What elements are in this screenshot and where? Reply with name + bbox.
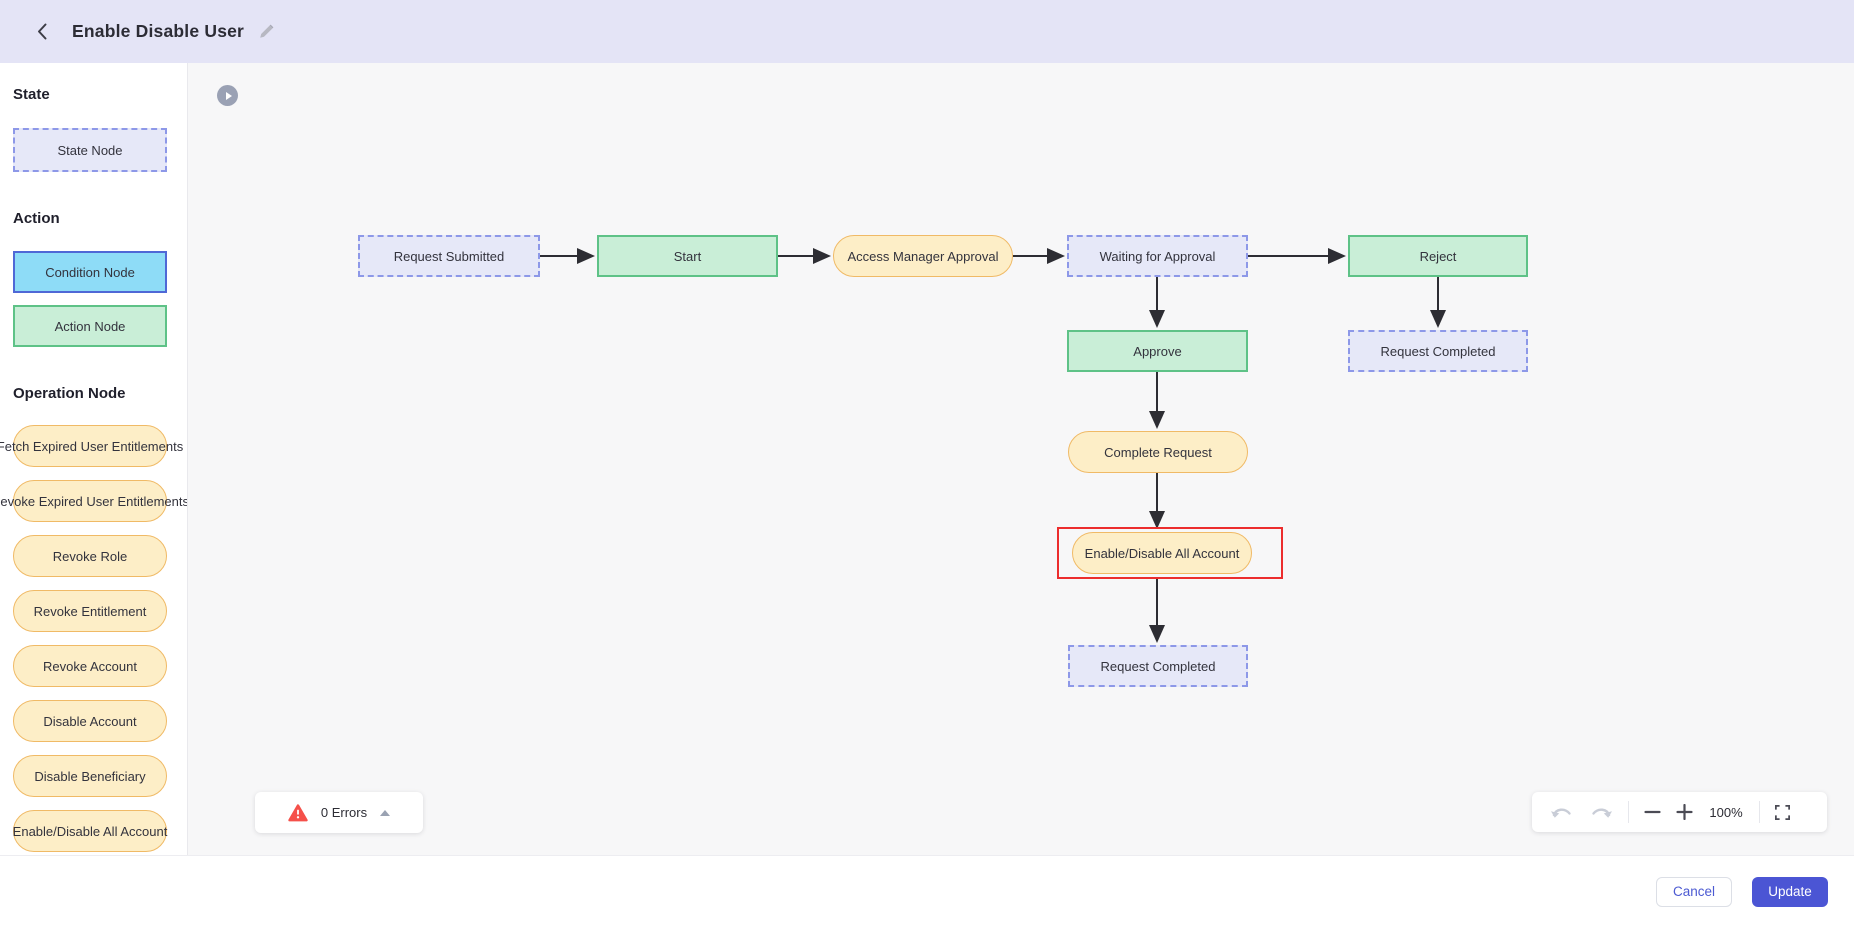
flow-node-request-completed-right[interactable]: Request Completed <box>1348 330 1528 372</box>
flow-node-label: Start <box>673 248 702 264</box>
chevron-left-icon <box>38 23 47 40</box>
flow-node-access-manager-approval[interactable]: Access Manager Approval <box>833 235 1013 277</box>
warning-triangle-icon <box>288 803 308 821</box>
palette-item-label: Enable/Disable All Account <box>12 823 168 839</box>
palette-item-label: Condition Node <box>45 264 135 280</box>
flow-node-complete-request[interactable]: Complete Request <box>1068 431 1248 473</box>
collapse-caret-icon <box>380 809 391 816</box>
footer-action-bar: Cancel Update <box>0 855 1854 927</box>
palette-item-label: Action Node <box>54 318 126 334</box>
palette-item-label: Revoke Expired User Entitlements <box>0 493 188 509</box>
flow-node-start[interactable]: Start <box>597 235 778 277</box>
fullscreen-icon <box>1775 804 1790 820</box>
fullscreen-button[interactable] <box>1775 804 1790 820</box>
undo-button[interactable] <box>1550 805 1574 820</box>
flow-node-label: Complete Request <box>1104 444 1212 460</box>
palette-item-label: Revoke Account <box>43 658 137 674</box>
section-title-action: Action <box>13 210 60 227</box>
palette-item-revoke-account[interactable]: Revoke Account <box>13 645 167 687</box>
plus-icon <box>1676 804 1693 820</box>
cancel-button[interactable]: Cancel <box>1656 876 1732 907</box>
toolbar-divider <box>1628 801 1629 823</box>
canvas-zoom-toolbar: 100% <box>1532 792 1827 832</box>
section-title-operation-node: Operation Node <box>13 385 126 402</box>
flow-node-waiting-for-approval[interactable]: Waiting for Approval <box>1067 235 1248 277</box>
flow-node-request-submitted[interactable]: Request Submitted <box>358 235 540 277</box>
main-area: State State Node Action Condition Node A… <box>0 63 1854 855</box>
zoom-level-label: 100% <box>1709 804 1743 820</box>
workflow-canvas[interactable]: Request Submitted Start Access Manager A… <box>188 63 1854 855</box>
edit-title-button[interactable] <box>258 23 275 40</box>
palette-item-disable-account[interactable]: Disable Account <box>13 700 167 742</box>
flow-node-label: Reject <box>1419 248 1457 264</box>
palette-item-fetch-expired-user-entitlements[interactable]: Fetch Expired User Entitlements <box>0 425 183 467</box>
palette-item-action-node[interactable]: Action Node <box>13 305 167 347</box>
flow-node-label: Request Submitted <box>393 248 505 264</box>
page-title: Enable Disable User <box>72 21 245 41</box>
flow-node-reject[interactable]: Reject <box>1348 235 1528 277</box>
palette-item-revoke-expired-user-entitlements[interactable]: Revoke Expired User Entitlements <box>0 480 187 522</box>
palette-item-state-node[interactable]: State Node <box>13 128 167 172</box>
flow-node-approve[interactable]: Approve <box>1067 330 1248 372</box>
node-palette-sidebar: State State Node Action Condition Node A… <box>0 63 188 855</box>
zoom-out-button[interactable] <box>1644 804 1661 820</box>
palette-item-label: Disable Account <box>43 713 137 729</box>
palette-item-label: Fetch Expired User Entitlements <box>0 438 184 454</box>
flow-node-enable-disable-all-account[interactable]: Enable/Disable All Account <box>1072 532 1252 574</box>
palette-item-enable-disable-all-account[interactable]: Enable/Disable All Account <box>13 810 167 852</box>
palette-item-revoke-role[interactable]: Revoke Role <box>13 535 167 577</box>
redo-icon <box>1592 808 1612 818</box>
palette-item-condition-node[interactable]: Condition Node <box>13 251 167 293</box>
toolbar-divider <box>1759 801 1760 823</box>
palette-item-disable-beneficiary[interactable]: Disable Beneficiary <box>13 755 167 797</box>
palette-item-label: State Node <box>57 142 123 158</box>
minus-icon <box>1644 810 1661 814</box>
palette-item-revoke-entitlement[interactable]: Revoke Entitlement <box>13 590 167 632</box>
palette-item-label: Revoke Entitlement <box>33 603 147 619</box>
update-button[interactable]: Update <box>1752 876 1828 907</box>
palette-item-label: Revoke Role <box>52 548 128 564</box>
error-panel[interactable]: 0 Errors <box>255 792 423 833</box>
flow-node-label: Access Manager Approval <box>847 248 999 264</box>
flow-node-label: Approve <box>1133 343 1182 359</box>
redo-button[interactable] <box>1589 805 1613 820</box>
section-title-state: State <box>13 86 50 103</box>
back-button[interactable] <box>30 20 54 44</box>
error-count-label: 0 Errors <box>320 805 368 820</box>
pencil-icon <box>260 24 274 38</box>
flow-node-label: Request Completed <box>1380 343 1496 359</box>
flow-edges-layer <box>540 248 1446 643</box>
header-bar: Enable Disable User <box>0 0 1854 63</box>
undo-icon <box>1551 808 1571 818</box>
palette-item-label: Disable Beneficiary <box>34 768 146 784</box>
flow-node-label: Request Completed <box>1100 658 1216 674</box>
play-arrow-icon <box>225 91 232 100</box>
sidebar-collapse-toggle[interactable] <box>217 85 238 106</box>
flow-node-request-completed-bottom[interactable]: Request Completed <box>1068 645 1248 687</box>
zoom-in-button[interactable] <box>1676 804 1693 820</box>
flow-node-label: Enable/Disable All Account <box>1084 545 1240 561</box>
flow-node-label: Waiting for Approval <box>1099 248 1216 264</box>
